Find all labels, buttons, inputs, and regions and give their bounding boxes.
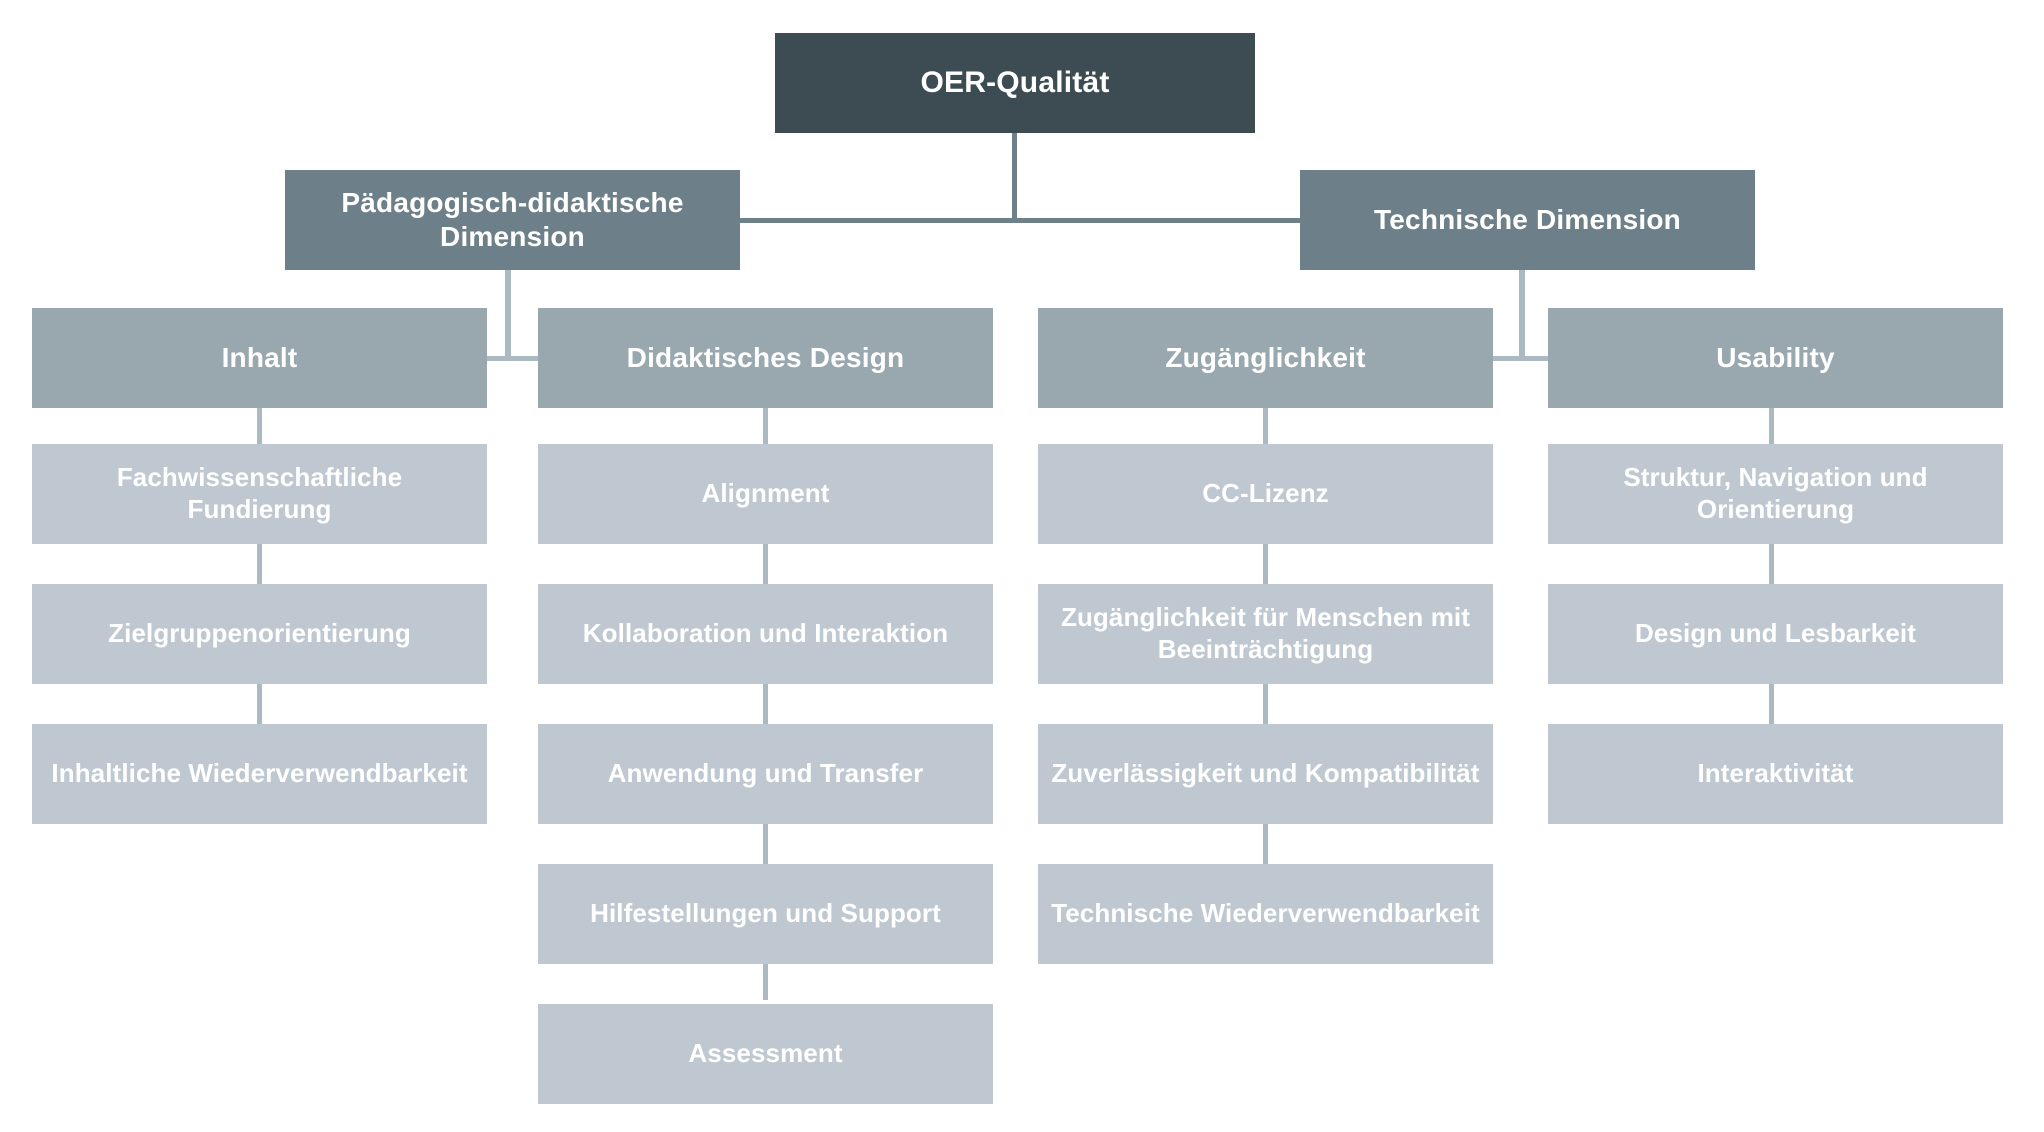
leaf-didaktisches-design-1[interactable]: Alignment — [538, 444, 993, 544]
connector-column-1-spine — [257, 408, 262, 728]
node-paedagogisch-didaktische-dimension[interactable]: Pädagogisch-didaktische Dimension — [285, 170, 740, 270]
leaf-zugaenglichkeit-1[interactable]: CC-Lizenz — [1038, 444, 1493, 544]
leaf-inhalt-3[interactable]: Inhaltliche Wiederverwendbarkeit — [32, 724, 487, 824]
connector-column-4-spine — [1769, 408, 1774, 728]
leaf-usability-3[interactable]: Interaktivität — [1548, 724, 2003, 824]
leaf-usability-1[interactable]: Struktur, Navigation und Orientierung — [1548, 444, 2003, 544]
connector-column-2-spine — [763, 408, 768, 1000]
connector-dim1-vertical — [505, 270, 511, 360]
leaf-didaktisches-design-3[interactable]: Anwendung und Transfer — [538, 724, 993, 824]
leaf-zugaenglichkeit-2[interactable]: Zugänglichkeit für Menschen mit Beeinträ… — [1038, 584, 1493, 684]
node-category-didaktisches-design[interactable]: Didaktisches Design — [538, 308, 993, 408]
node-category-inhalt[interactable]: Inhalt — [32, 308, 487, 408]
connector-dim1-bus — [260, 356, 760, 361]
leaf-zugaenglichkeit-3[interactable]: Zuverlässigkeit und Kompatibilität — [1038, 724, 1493, 824]
leaf-inhalt-2[interactable]: Zielgruppenorientierung — [32, 584, 487, 684]
leaf-inhalt-1[interactable]: Fachwissenschaftliche Fundierung — [32, 444, 487, 544]
node-technische-dimension[interactable]: Technische Dimension — [1300, 170, 1755, 270]
leaf-didaktisches-design-4[interactable]: Hilfestellungen und Support — [538, 864, 993, 964]
leaf-didaktisches-design-5[interactable]: Assessment — [538, 1004, 993, 1104]
node-oer-qualitaet[interactable]: OER-Qualität — [775, 33, 1255, 133]
leaf-usability-2[interactable]: Design und Lesbarkeit — [1548, 584, 2003, 684]
connector-dim2-vertical — [1519, 270, 1525, 360]
node-category-usability[interactable]: Usability — [1548, 308, 2003, 408]
node-category-zugaenglichkeit[interactable]: Zugänglichkeit — [1038, 308, 1493, 408]
connector-root-vertical — [1012, 133, 1017, 221]
leaf-didaktisches-design-2[interactable]: Kollaboration und Interaktion — [538, 584, 993, 684]
connector-dimension-bus — [740, 218, 1300, 223]
connector-dim2-bus — [1275, 356, 1775, 361]
leaf-zugaenglichkeit-4[interactable]: Technische Wiederverwendbarkeit — [1038, 864, 1493, 964]
